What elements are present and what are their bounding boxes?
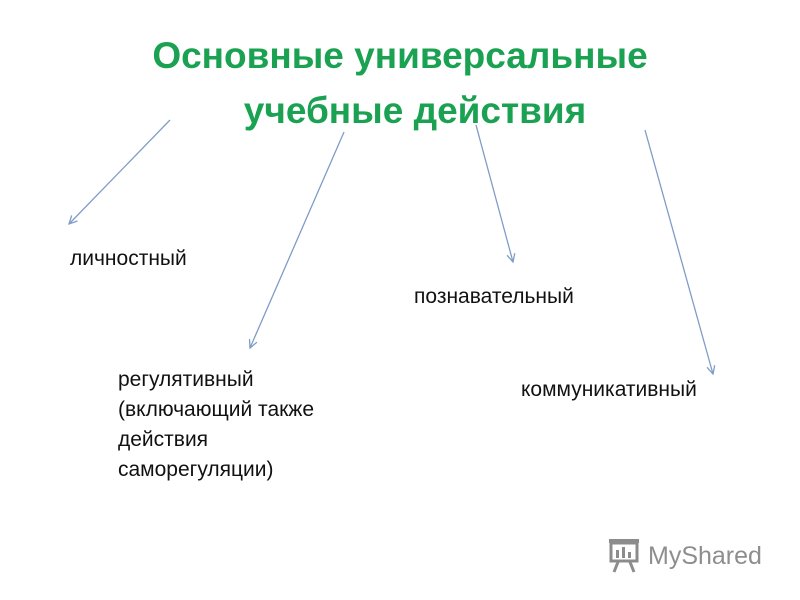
node-cognitive: познавательный	[414, 285, 574, 308]
watermark[interactable]: MyShared	[606, 536, 762, 576]
node-regulative-line-4: саморегуляции)	[118, 458, 274, 481]
node-regulative-line-2: (включающий также	[118, 398, 315, 421]
presentation-board-icon	[606, 537, 642, 575]
node-regulative-line-3: действия	[118, 428, 209, 451]
slide-title: Основные универсальные учебные действия	[0, 28, 800, 138]
node-personal: личностный	[70, 247, 187, 270]
watermark-text: MyShared	[648, 541, 762, 570]
arrow-to-regulative	[250, 131, 345, 348]
title-line-1: Основные универсальные	[152, 35, 648, 76]
title-line-2: учебные действия	[243, 90, 587, 131]
arrow-to-cognitive	[475, 124, 513, 262]
node-regulative-line-1: регулятивный	[118, 368, 254, 391]
arrow-to-personal	[69, 119, 171, 224]
node-regulative: регулятивный (включающий также действия …	[118, 365, 314, 485]
node-communicative: коммуникативный	[521, 378, 697, 401]
arrow-to-communicative	[644, 129, 713, 374]
